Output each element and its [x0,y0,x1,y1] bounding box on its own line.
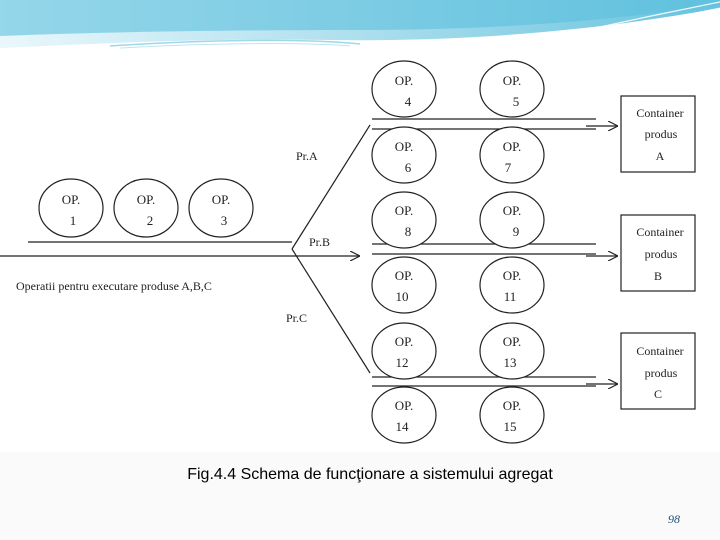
figure-caption: Fig.4.4 Schema de funcţionare a sistemul… [187,466,553,483]
op-13-label: OP. [503,334,521,349]
footer-band [0,452,720,540]
container-c-line2: produs [645,366,678,380]
op-13-number: 13 [504,355,517,370]
container-b-line3: B [654,269,662,283]
operation-5: OP. 5 [479,60,545,118]
branch-line-a [291,124,371,250]
container-a-box: Container produs A [620,95,696,173]
op-15-number: 15 [504,419,517,434]
operation-9: OP. 9 [479,191,545,249]
process-schema-diagram: Operatii pentru executare produse A,B,C … [0,60,696,444]
op-1-number: 1 [70,213,77,228]
container-c-line1: Container [636,344,683,358]
op-10-label: OP. [395,268,413,283]
main-line-label: Operatii pentru executare produse A,B,C [16,279,212,293]
branch-label-c: Pr.C [286,311,307,325]
container-c-line3: C [654,387,662,401]
operation-4: OP. 4 [371,60,437,118]
operation-3: OP. 3 [188,178,254,238]
op-8-label: OP. [395,203,413,218]
container-c-box: Container produs C [620,332,696,410]
operation-2: OP. 2 [113,178,179,238]
operation-14: OP. 14 [371,386,437,444]
header-wave-decoration [0,0,720,49]
page-number: 98 [668,512,680,526]
op-2-label: OP. [137,192,155,207]
op-7-label: OP. [503,139,521,154]
operation-7: OP. 7 [479,126,545,184]
op-9-label: OP. [503,203,521,218]
op-1-label: OP. [62,192,80,207]
branch-label-a: Pr.A [296,149,318,163]
op-4-label: OP. [395,73,413,88]
op-11-number: 11 [504,289,517,304]
operation-12: OP. 12 [371,322,437,380]
operation-6: OP. 6 [371,126,437,184]
op-4-number: 4 [405,94,412,109]
op-15-label: OP. [503,398,521,413]
container-b-line2: produs [645,247,678,261]
op-10-number: 10 [396,289,409,304]
op-6-label: OP. [395,139,413,154]
operation-8: OP. 8 [371,191,437,249]
op-6-number: 6 [405,160,412,175]
op-12-number: 12 [396,355,409,370]
op-14-number: 14 [396,419,410,434]
op-3-number: 3 [221,213,228,228]
container-b-box: Container produs B [620,214,696,292]
op-12-label: OP. [395,334,413,349]
container-a-line1: Container [636,106,683,120]
operation-11: OP. 11 [479,256,545,314]
op-14-label: OP. [395,398,413,413]
branch-line-c [291,248,371,374]
container-b-line1: Container [636,225,683,239]
operation-10: OP. 10 [371,256,437,314]
op-2-number: 2 [147,213,154,228]
operation-15: OP. 15 [479,386,545,444]
op-9-number: 9 [513,224,520,239]
op-5-label: OP. [503,73,521,88]
container-a-line2: produs [645,127,678,141]
branch-label-b: Pr.B [309,235,330,249]
operation-13: OP. 13 [479,322,545,380]
op-5-number: 5 [513,94,520,109]
op-3-label: OP. [212,192,230,207]
op-8-number: 8 [405,224,412,239]
operation-1: OP. 1 [38,178,104,238]
op-11-label: OP. [503,268,521,283]
op-7-number: 7 [505,160,512,175]
container-a-line3: A [656,149,665,163]
